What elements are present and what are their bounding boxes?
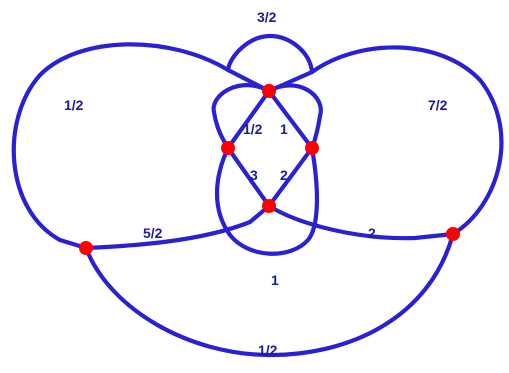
label-lower-right: 2 (368, 225, 376, 241)
label-center-right: 2 (280, 167, 288, 183)
top-loop-curve (211, 83, 272, 151)
vertex-center-right (305, 141, 319, 155)
inner-left-strand (225, 67, 315, 151)
vertex-center-left (221, 141, 235, 155)
top-loop-right (266, 83, 323, 151)
label-center-left: 3 (250, 167, 258, 183)
inner-right-strand (225, 69, 315, 151)
vertex-right (446, 227, 460, 241)
bottom-arc (83, 231, 456, 358)
label-top: 3/2 (257, 9, 277, 25)
top-arc (225, 33, 315, 75)
label-inner-right: 1 (280, 121, 288, 137)
vertex-top (262, 84, 276, 98)
center-left-strand (225, 145, 272, 209)
left-lobe-lower-arc (83, 203, 272, 251)
right-lobe-curve (309, 45, 504, 237)
label-lower-left: 5/2 (143, 225, 163, 241)
label-lower-center: 1 (271, 272, 279, 288)
left-lobe-curve (11, 42, 231, 251)
right-lobe-lower-arc (266, 203, 456, 241)
label-bottom: 1/2 (258, 342, 278, 358)
bottom-loop-curve (214, 145, 320, 256)
vertex-center-bottom (262, 199, 276, 213)
center-right-strand (266, 145, 315, 209)
vertex-left (79, 241, 93, 255)
label-right-lobe: 7/2 (428, 97, 448, 113)
label-left-lobe: 1/2 (64, 97, 84, 113)
label-inner-left: 1/2 (243, 121, 263, 137)
